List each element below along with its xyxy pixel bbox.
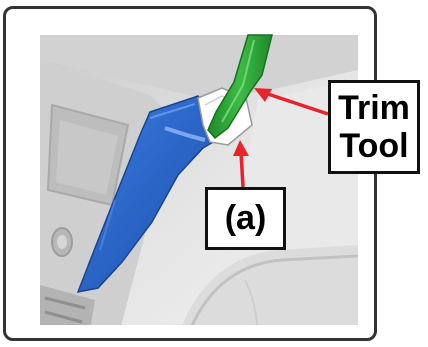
- part-a-callout: (a): [205, 187, 286, 250]
- arrow-to-clip: [233, 140, 249, 188]
- trim-tool-label-line1: Trim: [338, 89, 410, 127]
- trim-tool-icon: [207, 34, 273, 140]
- arrow-to-tool: [254, 88, 329, 116]
- part-a-label: (a): [224, 199, 267, 237]
- trim-tool-callout: Trim Tool: [328, 80, 420, 174]
- trim-tool-label-line2: Tool: [339, 127, 409, 165]
